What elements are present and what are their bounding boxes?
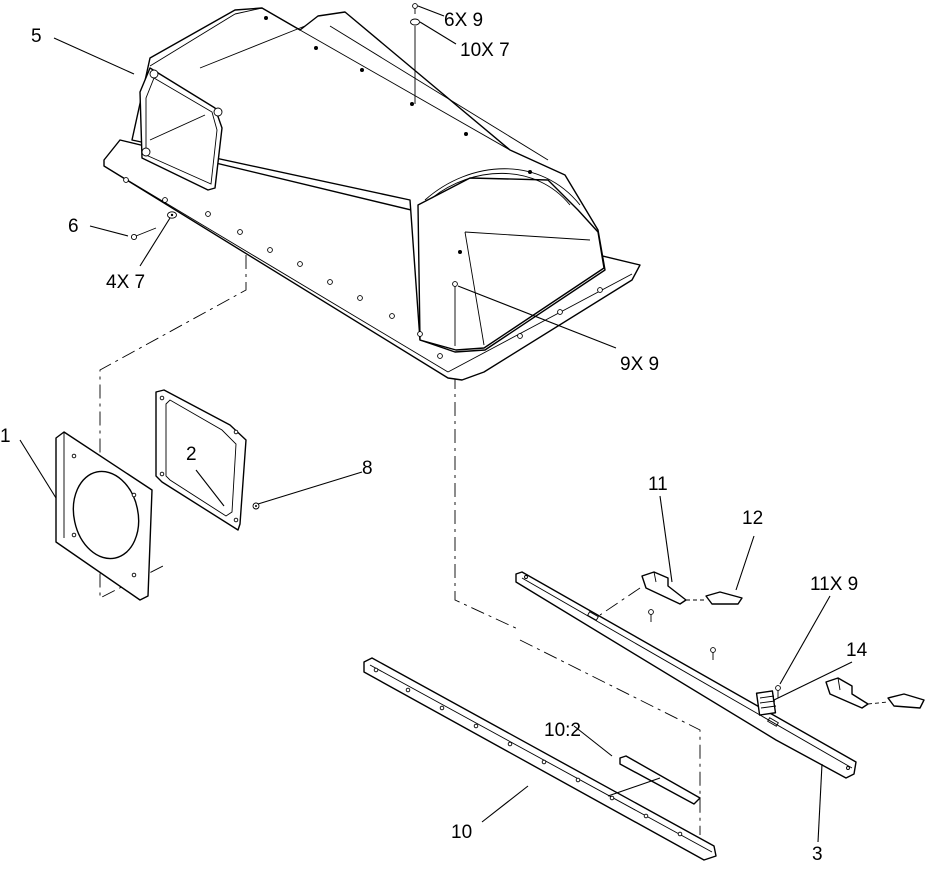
callout-labels: 5 6X 9 10X 7 6 4X 7 9X 9 1 2 8 11 12 11X… xyxy=(0,10,868,865)
fasteners xyxy=(130,3,458,346)
plate-part-1 xyxy=(55,431,153,601)
callout-6x9: 6X 9 xyxy=(444,10,483,31)
callout-11: 11 xyxy=(648,474,668,495)
callout-5: 5 xyxy=(31,26,42,47)
callout-1: 1 xyxy=(0,426,11,447)
decal-part-14 xyxy=(755,690,777,716)
callout-3: 3 xyxy=(812,844,823,865)
callout-10: 10 xyxy=(451,822,472,843)
rail-part-3 xyxy=(515,571,857,779)
clip-part-12 xyxy=(686,591,925,709)
latch-part-11 xyxy=(641,571,869,709)
callout-12: 12 xyxy=(742,508,763,529)
callout-6: 6 xyxy=(68,216,79,237)
callout-10x7: 10X 7 xyxy=(460,40,510,61)
callout-14: 14 xyxy=(846,640,868,661)
callout-8: 8 xyxy=(362,458,373,479)
callout-9x9: 9X 9 xyxy=(620,354,659,375)
callout-2: 2 xyxy=(186,444,197,465)
rail-part-10 xyxy=(363,657,717,861)
gasket-part-2 xyxy=(155,389,247,531)
nut-part-8 xyxy=(252,502,260,510)
callout-4x7: 4X 7 xyxy=(106,272,145,293)
strip-part-10-2 xyxy=(619,755,701,805)
callout-10-2: 10:2 xyxy=(544,720,581,741)
roof-shroud-part-5 xyxy=(103,7,641,381)
callout-11x9: 11X 9 xyxy=(810,574,858,595)
leader-lines xyxy=(19,5,853,843)
